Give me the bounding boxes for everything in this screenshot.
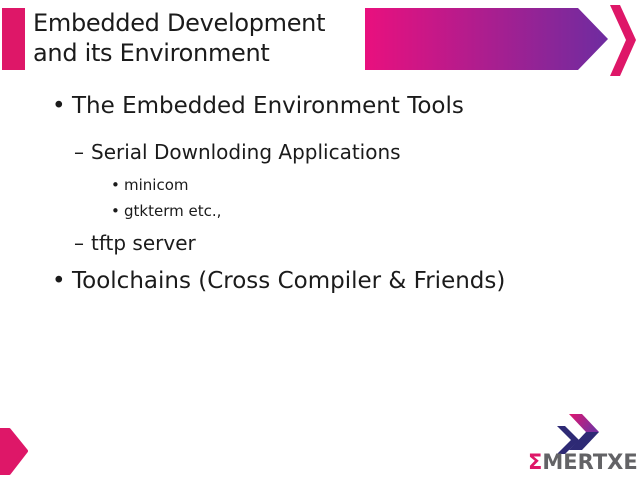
- bullet-text: Toolchains (Cross Compiler & Friends): [72, 268, 506, 294]
- bullet-text: tftp server: [91, 231, 196, 255]
- logo-front-chevron-upper: [569, 414, 599, 432]
- bullet-item-gtkterm: • gtkterm etc.,: [111, 202, 221, 221]
- bullet-item-toolchains: • Toolchains (Cross Compiler & Friends): [52, 268, 505, 294]
- emertxe-chevron-icon: [557, 414, 599, 454]
- logo-sigma: Σ: [528, 450, 543, 474]
- logo-name: MERTXE: [542, 450, 638, 474]
- emertxe-logo: ΣMERTXE: [528, 414, 638, 474]
- logo-front-chevron-lower: [569, 432, 599, 450]
- bullet-icon: •: [111, 202, 120, 220]
- emertxe-logo-text: ΣMERTXE: [528, 450, 638, 474]
- corner-arrow-graphic: [0, 428, 28, 475]
- slide-title: Embedded Development and its Environment: [33, 8, 326, 68]
- bullet-text: Serial Downloding Applications: [91, 140, 401, 164]
- bullet-icon: •: [52, 268, 66, 294]
- bullet-text: The Embedded Environment Tools: [72, 93, 464, 119]
- bullet-item-embedded-environment-tools: • The Embedded Environment Tools: [52, 93, 464, 119]
- slide-title-line2: and its Environment: [33, 39, 270, 67]
- bullet-item-tftp-server: – tftp server: [74, 231, 196, 255]
- bullet-icon: •: [52, 93, 66, 119]
- corner-arrow-shape: [0, 428, 28, 475]
- header-banner-arrow: [365, 5, 636, 76]
- bullet-text: gtkterm etc.,: [124, 202, 222, 220]
- bullet-icon: •: [111, 176, 120, 194]
- logo-back-chevron-lower: [557, 440, 579, 454]
- dash-icon: –: [74, 140, 84, 164]
- title-accent-bar: [2, 8, 25, 70]
- slide-title-line1: Embedded Development: [33, 9, 326, 37]
- bullet-item-minicom: • minicom: [111, 176, 189, 195]
- bullet-text: minicom: [124, 176, 189, 194]
- banner-chevron-icon: [610, 5, 636, 76]
- banner-body-arrow: [365, 8, 608, 70]
- logo-back-chevron-upper: [557, 426, 579, 440]
- dash-icon: –: [74, 231, 84, 255]
- bullet-item-serial-downloading: – Serial Downloding Applications: [74, 140, 401, 164]
